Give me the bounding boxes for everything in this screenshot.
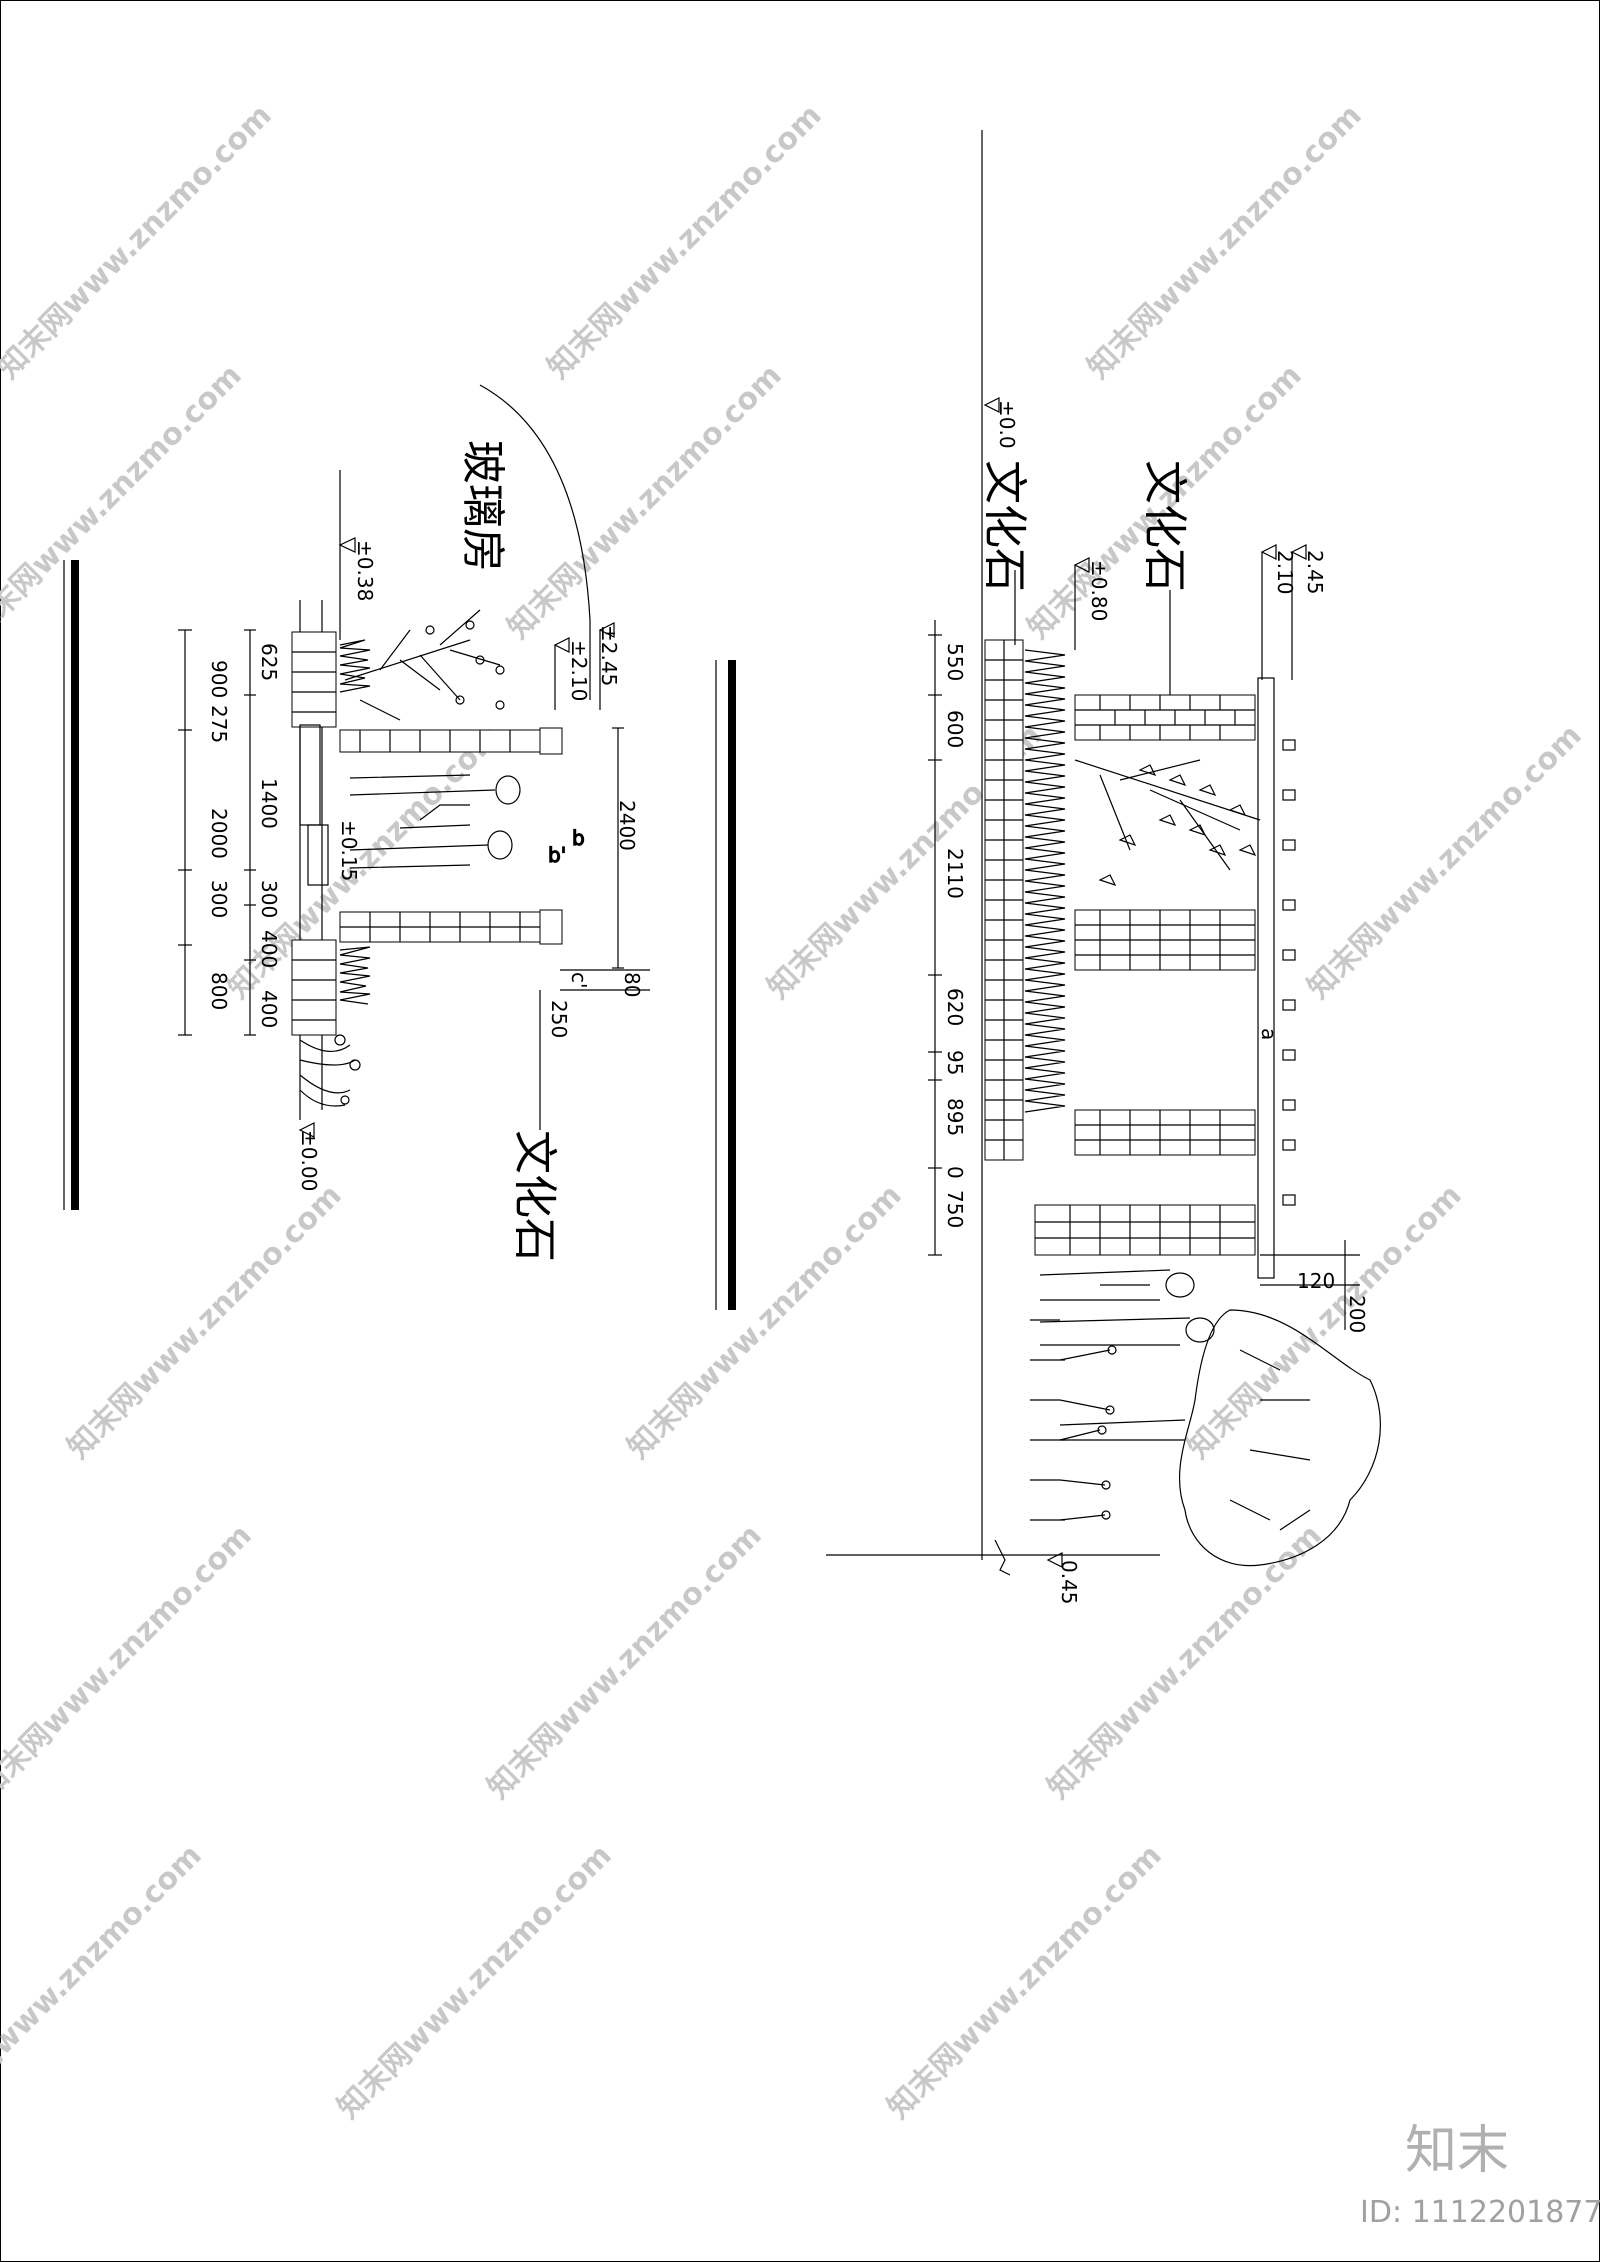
svg-text:895: 895	[943, 1098, 967, 1136]
watermark-text: 知末网www.znzmo.com	[61, 1178, 349, 1466]
svg-text:±0.00: ±0.00	[297, 1130, 321, 1191]
label-glass-house: 玻璃房	[457, 440, 508, 572]
watermark-text: 知末网www.znzmo.com	[881, 1838, 1169, 2126]
svg-text:2110: 2110	[943, 848, 967, 899]
tree-icon-right	[1074, 759, 1261, 887]
dim-300-outer: 300	[207, 880, 231, 918]
dim-1400: 1400	[257, 778, 281, 829]
elev-marker-right-2-45: 2.45	[1290, 544, 1327, 680]
brick-wall-3	[1074, 1109, 1256, 1156]
svg-text:±0.0: ±0.0	[995, 400, 1019, 449]
brick-wall-1	[1074, 694, 1256, 741]
people-figures-right	[1039, 1269, 1215, 1346]
watermark-text: 知末网www.znzmo.com	[0, 358, 249, 646]
svg-text:620: 620	[943, 988, 967, 1026]
dim-2400: 2400	[615, 800, 639, 851]
glass-house-arc	[479, 384, 591, 700]
elev-marker-right-2-10: 2.10	[1260, 544, 1297, 680]
elev-marker-right-0-0: ±0.0	[983, 397, 1019, 449]
dim-625: 625	[257, 643, 281, 681]
watermark-text: 知末网www.znzmo.com	[0, 1518, 259, 1806]
tick-b: b	[572, 826, 585, 850]
shrub-icon	[299, 1034, 361, 1107]
svg-text:±0.15: ±0.15	[337, 820, 361, 881]
label-culture-stone: 文化石	[509, 1130, 560, 1262]
dim-chain-right-corner: 120 200	[1260, 1240, 1369, 1333]
watermark-text: 知末网www.znzmo.com	[331, 1838, 619, 2126]
grass-band-icon	[1024, 649, 1066, 1113]
marker-a: a	[1257, 1028, 1281, 1040]
dim-250: 250	[547, 1000, 571, 1038]
brick-wall-lower	[339, 909, 563, 945]
tick-c-prime: c'	[567, 972, 591, 989]
svg-text:±0.38: ±0.38	[353, 540, 377, 601]
dim-chain-outer: 900 275 2000 300 800	[178, 629, 231, 1036]
dim-120: 120	[1297, 1269, 1335, 1293]
label-culture-stone-b: 文化石	[1139, 460, 1190, 592]
cap-posts	[1257, 677, 1296, 1279]
watermark-text: 知末网www.znzmo.com	[1081, 98, 1369, 386]
dim-200: 200	[1345, 1295, 1369, 1333]
svg-text:550: 550	[943, 643, 967, 681]
watermark-text: 知末网www.znzmo.com	[0, 98, 279, 386]
svg-text:600: 600	[943, 710, 967, 748]
dim-275: 275	[207, 705, 231, 743]
brick-wall-4	[1034, 1204, 1256, 1256]
brick-wall-2	[1074, 909, 1256, 971]
image-id-label: ID: 1112201877	[1360, 2195, 1600, 2230]
left-section: b b' 900 275 2000 300 800	[63, 384, 650, 1262]
elev-marker-2-45: ±2.45	[597, 622, 621, 710]
watermark-text: 知末网www.znzmo.com	[1301, 718, 1589, 1006]
svg-text:0: 0	[943, 1166, 967, 1179]
svg-text:0.45: 0.45	[1057, 1560, 1081, 1605]
elev-marker-0-00: ±0.00	[297, 1122, 321, 1191]
people-figures: b b'	[349, 774, 585, 869]
dim-80: 80	[620, 972, 644, 997]
brick-base-top	[291, 631, 337, 728]
watermark-text: 知末网www.znzmo.com	[481, 1518, 769, 1806]
dim-chain-inner: 625 1400 300 400 400	[244, 629, 281, 1036]
flower-bed-icon	[1030, 1319, 1117, 1521]
tree-icon	[344, 609, 505, 721]
stone-band	[984, 639, 1024, 1161]
svg-text:±0.80: ±0.80	[1087, 560, 1111, 621]
grass-icon	[339, 639, 371, 1005]
elev-marker-right-0-45: 0.45	[1046, 1552, 1081, 1605]
dim-2000: 2000	[207, 808, 231, 859]
brick-wall-upper	[339, 727, 563, 755]
watermark-logo: 知末	[1405, 2121, 1509, 2181]
dim-chain-right-left: 550 600 2110 620 95 895 0 750	[928, 620, 967, 1256]
right-section: a	[715, 130, 1381, 1605]
svg-text:95: 95	[943, 1050, 967, 1075]
watermark-text: 知末网www.znzmo.com	[541, 98, 829, 386]
label-culture-stone-a: 文化石	[979, 460, 1030, 592]
elev-marker-0-38: ±0.38	[338, 537, 377, 601]
dim-900: 900	[207, 660, 231, 698]
svg-text:750: 750	[943, 1190, 967, 1228]
watermark-text: 知末网www.znzmo.com	[501, 358, 789, 646]
svg-text:±2.45: ±2.45	[597, 625, 621, 686]
watermark-text: 知末网www.znzmo.com	[621, 1178, 909, 1466]
large-tree-icon	[1059, 1309, 1381, 1567]
elev-marker-right-0-80: ±0.80	[1073, 557, 1111, 650]
watermark-text: 知末网www.znzmo.com	[1041, 1518, 1329, 1806]
dim-300-inner: 300	[257, 880, 281, 918]
svg-text:±2.10: ±2.10	[567, 640, 591, 701]
tick-b-prime: b'	[548, 843, 566, 867]
elev-marker-2-10: ±2.10	[553, 637, 591, 710]
dim-400-b: 400	[257, 990, 281, 1028]
watermark-text: 知末网www.znzmo.com	[0, 1838, 209, 2126]
elev-marker-0-15: ±0.15	[337, 820, 361, 881]
brick-base-bottom	[291, 939, 337, 1036]
dim-400-a: 400	[257, 930, 281, 968]
svg-text:2.10: 2.10	[1273, 550, 1297, 595]
svg-text:2.45: 2.45	[1303, 550, 1327, 595]
dim-800: 800	[207, 972, 231, 1010]
